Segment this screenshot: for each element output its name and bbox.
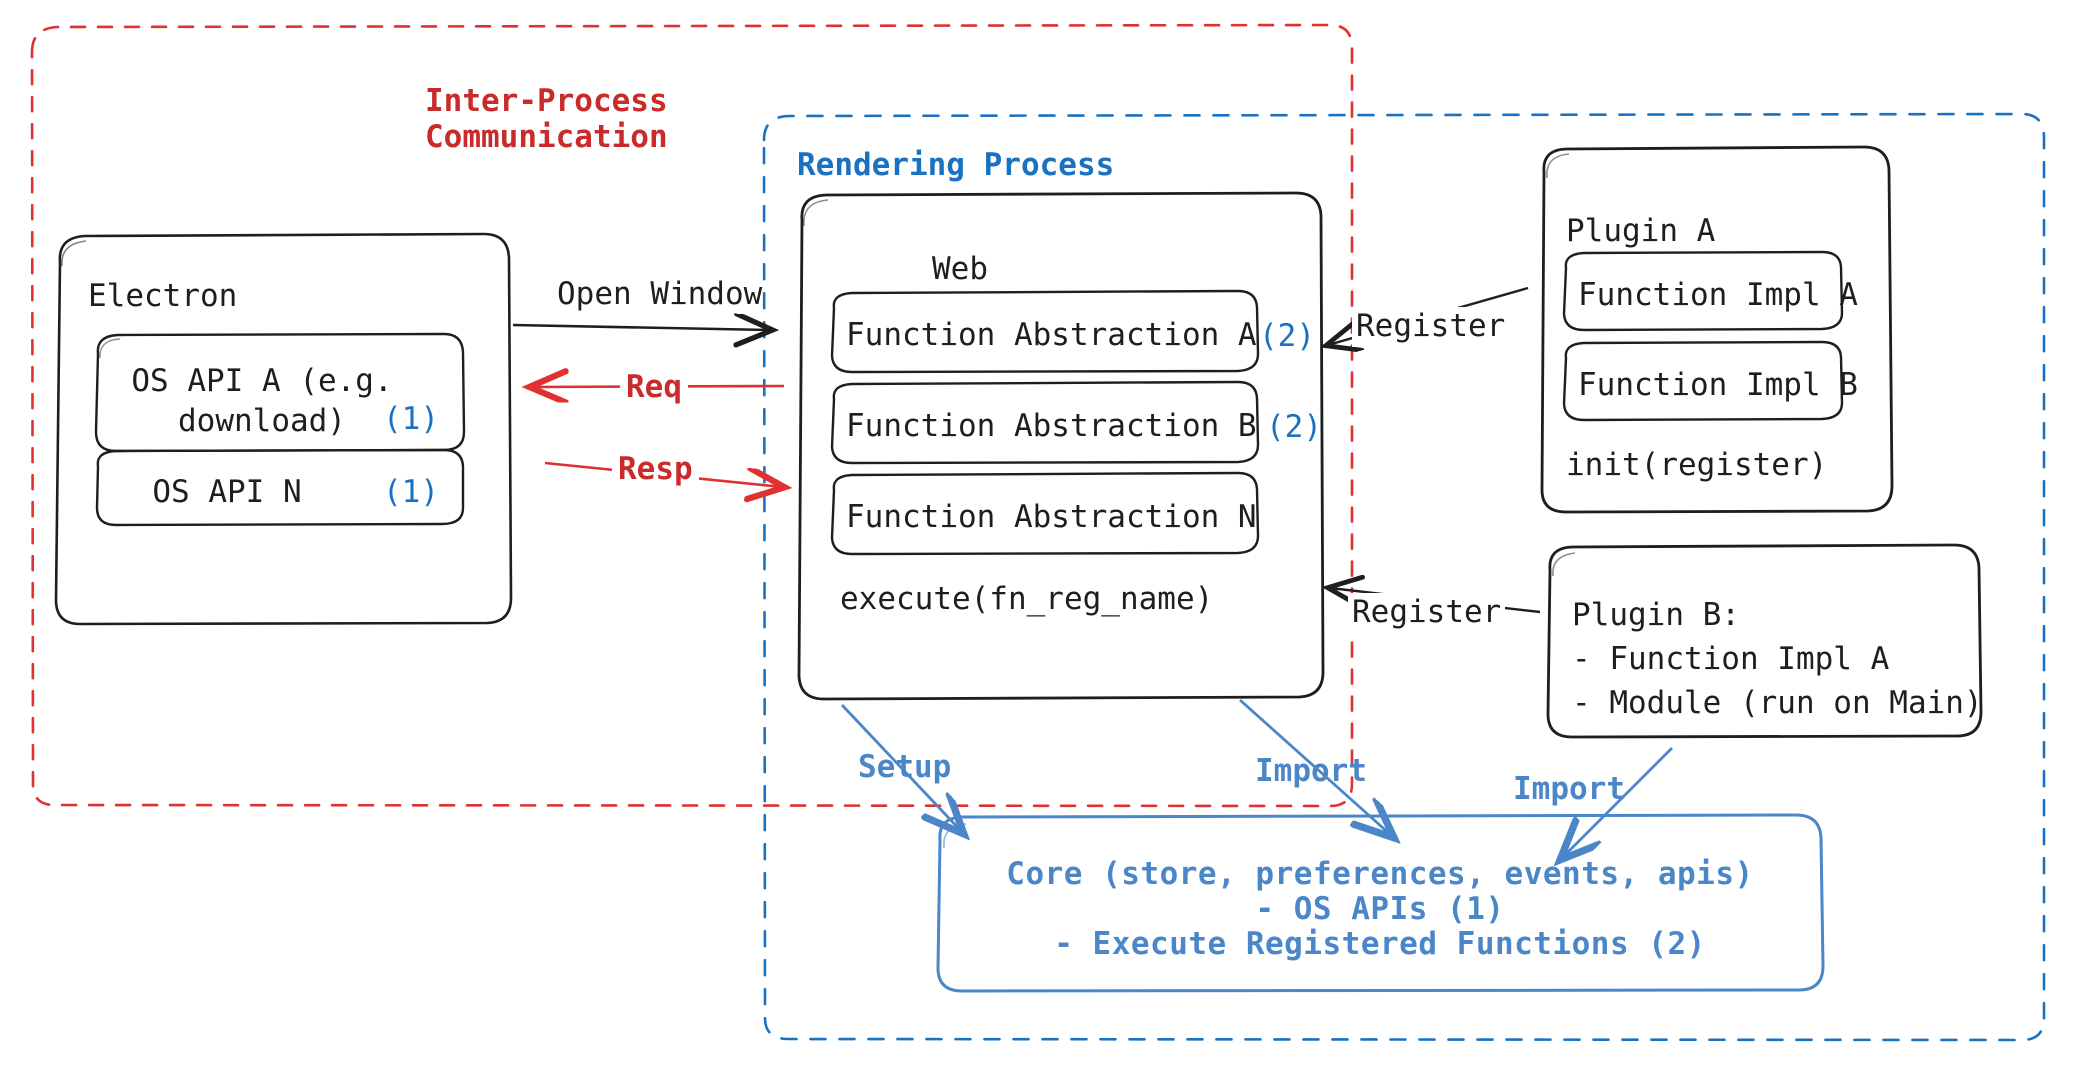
core-line-2: - OS APIs (1) [1255, 891, 1505, 927]
open-window-label: Open Window [557, 276, 763, 312]
function-impl-b-label: Function Impl B [1578, 367, 1858, 403]
ipc-region-label: Inter-Process [425, 83, 668, 119]
function-abstraction-a-label: Function Abstraction A [846, 317, 1257, 353]
plugin-b-title: Plugin B: [1572, 597, 1740, 633]
os-api-n-label: OS API N [152, 474, 302, 510]
register-top-label: Register [1352, 307, 1510, 347]
plugin-b-item-1: - Module (run on Main) [1572, 685, 1983, 721]
register-bottom-label: Register [1348, 593, 1506, 633]
function-abstraction-b-label: Function Abstraction B [846, 408, 1257, 444]
function-impl-a-label: Function Impl A [1578, 277, 1858, 313]
resp-label: Resp [612, 450, 699, 490]
web-title: Web [932, 251, 988, 287]
setup-label: Setup [858, 749, 952, 785]
ipc-region-label-line2: Communication [425, 119, 668, 155]
import-right-label: Import [1513, 771, 1625, 807]
function-abstraction-n-label: Function Abstraction N [846, 499, 1257, 535]
function-abstraction-a-marker: (2) [1259, 318, 1315, 354]
os-api-n-marker: (1) [383, 474, 439, 510]
core-line-1: Core (store, preferences, events, apis) [1006, 856, 1754, 892]
plugin-a-title: Plugin A [1566, 213, 1716, 249]
electron-title: Electron [88, 278, 238, 314]
req-label: Req [620, 368, 688, 408]
open-window-arrow [512, 325, 770, 330]
web-execute-method: execute(fn_reg_name) [840, 581, 1214, 617]
os-api-a-label: OS API A (e.g. download) [131, 363, 393, 439]
plugin-b-item-0: - Function Impl A [1572, 641, 1890, 677]
core-line-3: - Execute Registered Functions (2) [1054, 926, 1706, 962]
import-mid-label: Import [1255, 753, 1367, 789]
function-abstraction-b-marker: (2) [1266, 409, 1322, 445]
os-api-a-marker: (1) [383, 401, 439, 437]
rendering-region-label: Rendering Process [797, 147, 1115, 183]
plugin-a-init-method: init(register) [1566, 447, 1828, 483]
